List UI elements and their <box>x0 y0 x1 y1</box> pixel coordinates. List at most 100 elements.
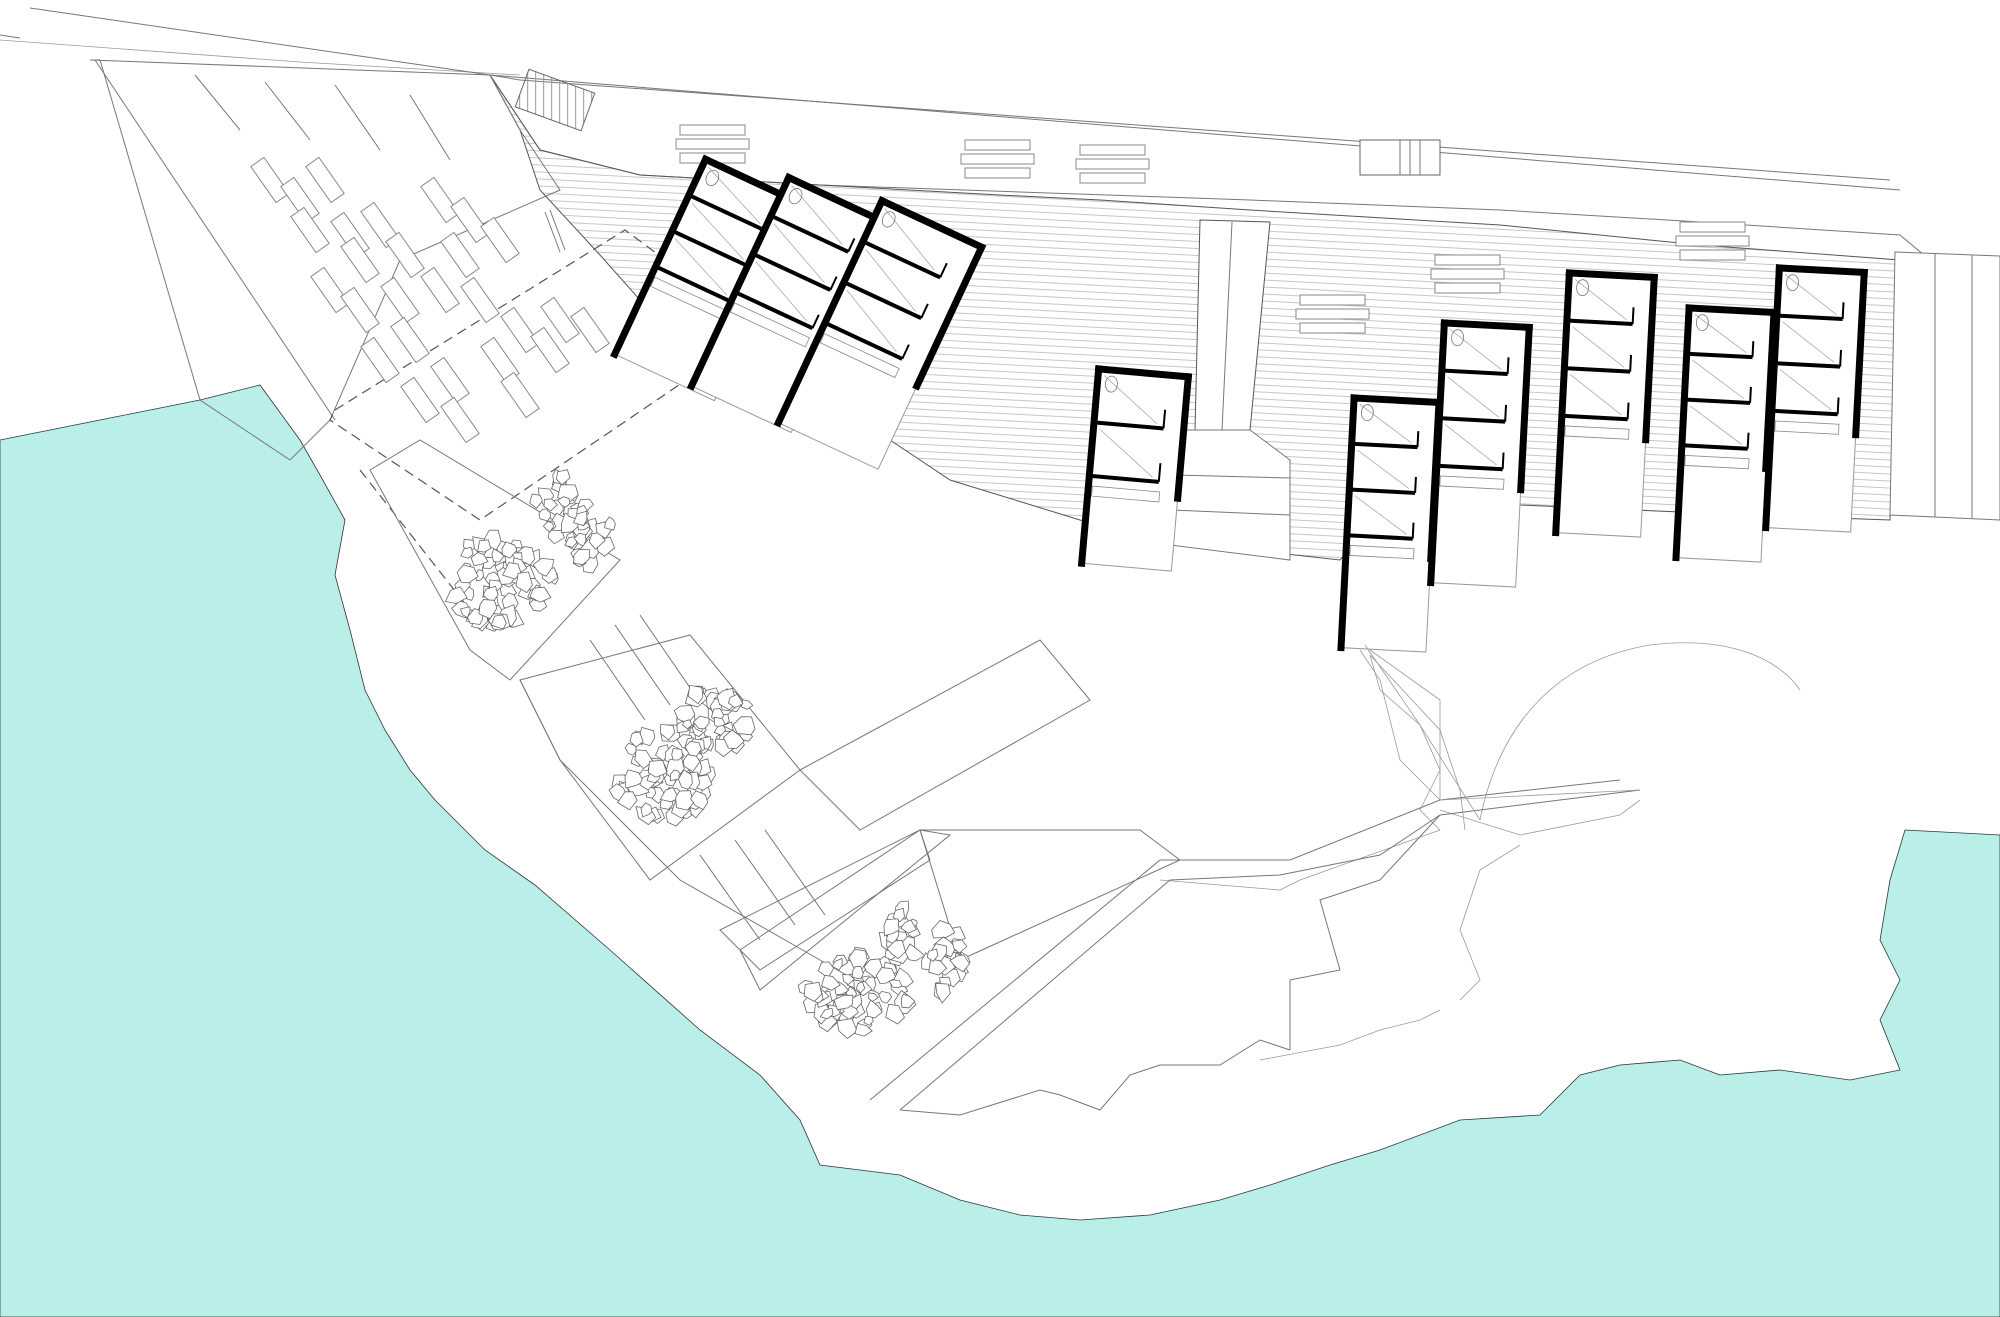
deck-promenade <box>489 68 2000 561</box>
boulder <box>555 469 571 486</box>
boulder <box>819 1007 834 1020</box>
boulder <box>477 539 492 553</box>
water-area <box>0 384 2000 1317</box>
cabins <box>610 154 1868 653</box>
paths <box>1359 644 1641 821</box>
bed-outline <box>1354 495 1407 535</box>
boulder <box>848 948 868 970</box>
deck-benches <box>675 124 1750 334</box>
boulder-cluster <box>444 529 559 632</box>
boulder <box>640 802 653 818</box>
water-west <box>0 384 2000 1317</box>
boulder <box>690 790 709 811</box>
room-door <box>1746 432 1750 449</box>
toilet-fixture <box>788 188 803 205</box>
boulder <box>634 749 654 770</box>
bed-outline <box>1447 376 1500 418</box>
cabin-floor <box>1340 397 1440 653</box>
boulder <box>543 498 558 512</box>
table <box>440 396 480 444</box>
boulder <box>713 724 727 736</box>
cabin-wall-west <box>1337 394 1358 652</box>
boulder <box>687 684 704 705</box>
boulder <box>502 562 522 580</box>
room-door <box>1841 302 1845 320</box>
table <box>460 276 500 324</box>
room-partition <box>1439 416 1506 424</box>
boulder <box>740 699 754 710</box>
boulder <box>949 954 971 973</box>
boulder <box>490 614 507 630</box>
table <box>380 276 420 324</box>
room-door <box>1836 397 1840 415</box>
room-partition <box>1561 413 1628 422</box>
cabin-wall-north <box>877 196 987 252</box>
counter <box>1684 455 1750 470</box>
room-partition <box>1776 313 1843 322</box>
bed-outline <box>1357 449 1410 489</box>
boulder <box>883 918 900 937</box>
room-door <box>939 262 948 278</box>
table <box>540 296 580 344</box>
table <box>280 176 320 224</box>
cabin-wall-west <box>1672 304 1693 562</box>
boulder <box>557 496 571 508</box>
boulder <box>692 715 710 730</box>
counter <box>729 302 810 348</box>
boulder <box>675 790 694 811</box>
room-partition <box>1684 397 1751 405</box>
room-door <box>1416 431 1420 448</box>
cabin-wall-west <box>1077 365 1103 567</box>
boulder <box>722 729 745 750</box>
toilet-fixture <box>1786 274 1800 292</box>
cabin-wall-west <box>610 154 711 359</box>
boulder <box>836 1018 858 1040</box>
room-door <box>1162 409 1167 429</box>
boulder <box>833 994 854 1011</box>
bed-outline <box>755 261 808 322</box>
room-door <box>1629 354 1633 372</box>
boulder <box>573 548 591 566</box>
cabin-wall-west <box>686 172 794 391</box>
bed-outline <box>1689 405 1742 445</box>
table <box>480 216 520 264</box>
terrace-3 <box>719 829 931 971</box>
boulder <box>677 769 693 790</box>
room-door <box>1631 307 1635 325</box>
room-partition <box>734 290 814 331</box>
cabin-wall-west <box>1762 264 1784 532</box>
room-door <box>1626 402 1630 420</box>
boulder <box>528 598 548 612</box>
west-terrace <box>89 59 762 611</box>
cabin <box>1077 365 1193 572</box>
boulder <box>515 571 533 594</box>
boulder <box>935 982 951 1004</box>
bed-outline <box>1782 321 1835 363</box>
boulder <box>532 557 555 577</box>
room-partition <box>843 280 923 320</box>
boulder <box>878 990 893 1004</box>
boulder <box>460 546 474 559</box>
bed-outline <box>1103 375 1158 425</box>
room-door <box>1749 386 1752 403</box>
cabin-floor <box>1675 307 1775 563</box>
room-door <box>829 276 838 291</box>
room-partition <box>654 264 734 305</box>
bed-outline <box>691 202 745 260</box>
table <box>390 316 430 364</box>
bed-outline <box>1694 313 1747 354</box>
cabin-wall-north <box>1775 264 1868 277</box>
boulder <box>900 993 916 1009</box>
boulder-cluster <box>878 900 926 967</box>
terrace-4 <box>739 829 952 991</box>
outdoor-tables <box>250 156 610 444</box>
room-partition <box>824 321 904 361</box>
room-door <box>1411 522 1415 539</box>
boulder <box>888 979 903 989</box>
boulder <box>951 939 968 954</box>
boulder <box>854 1022 873 1037</box>
cabin-wall-north <box>1350 394 1443 407</box>
boulder-cluster <box>797 946 917 1040</box>
boulder <box>842 974 855 986</box>
